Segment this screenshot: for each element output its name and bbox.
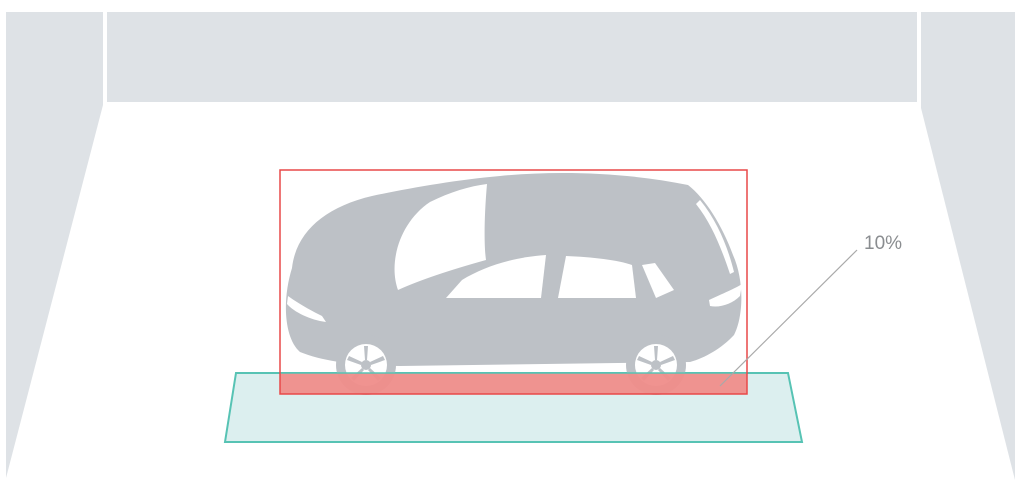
overlap-region bbox=[280, 373, 747, 394]
overlap-percentage-label: 10% bbox=[864, 233, 902, 254]
back-wall bbox=[107, 12, 917, 102]
